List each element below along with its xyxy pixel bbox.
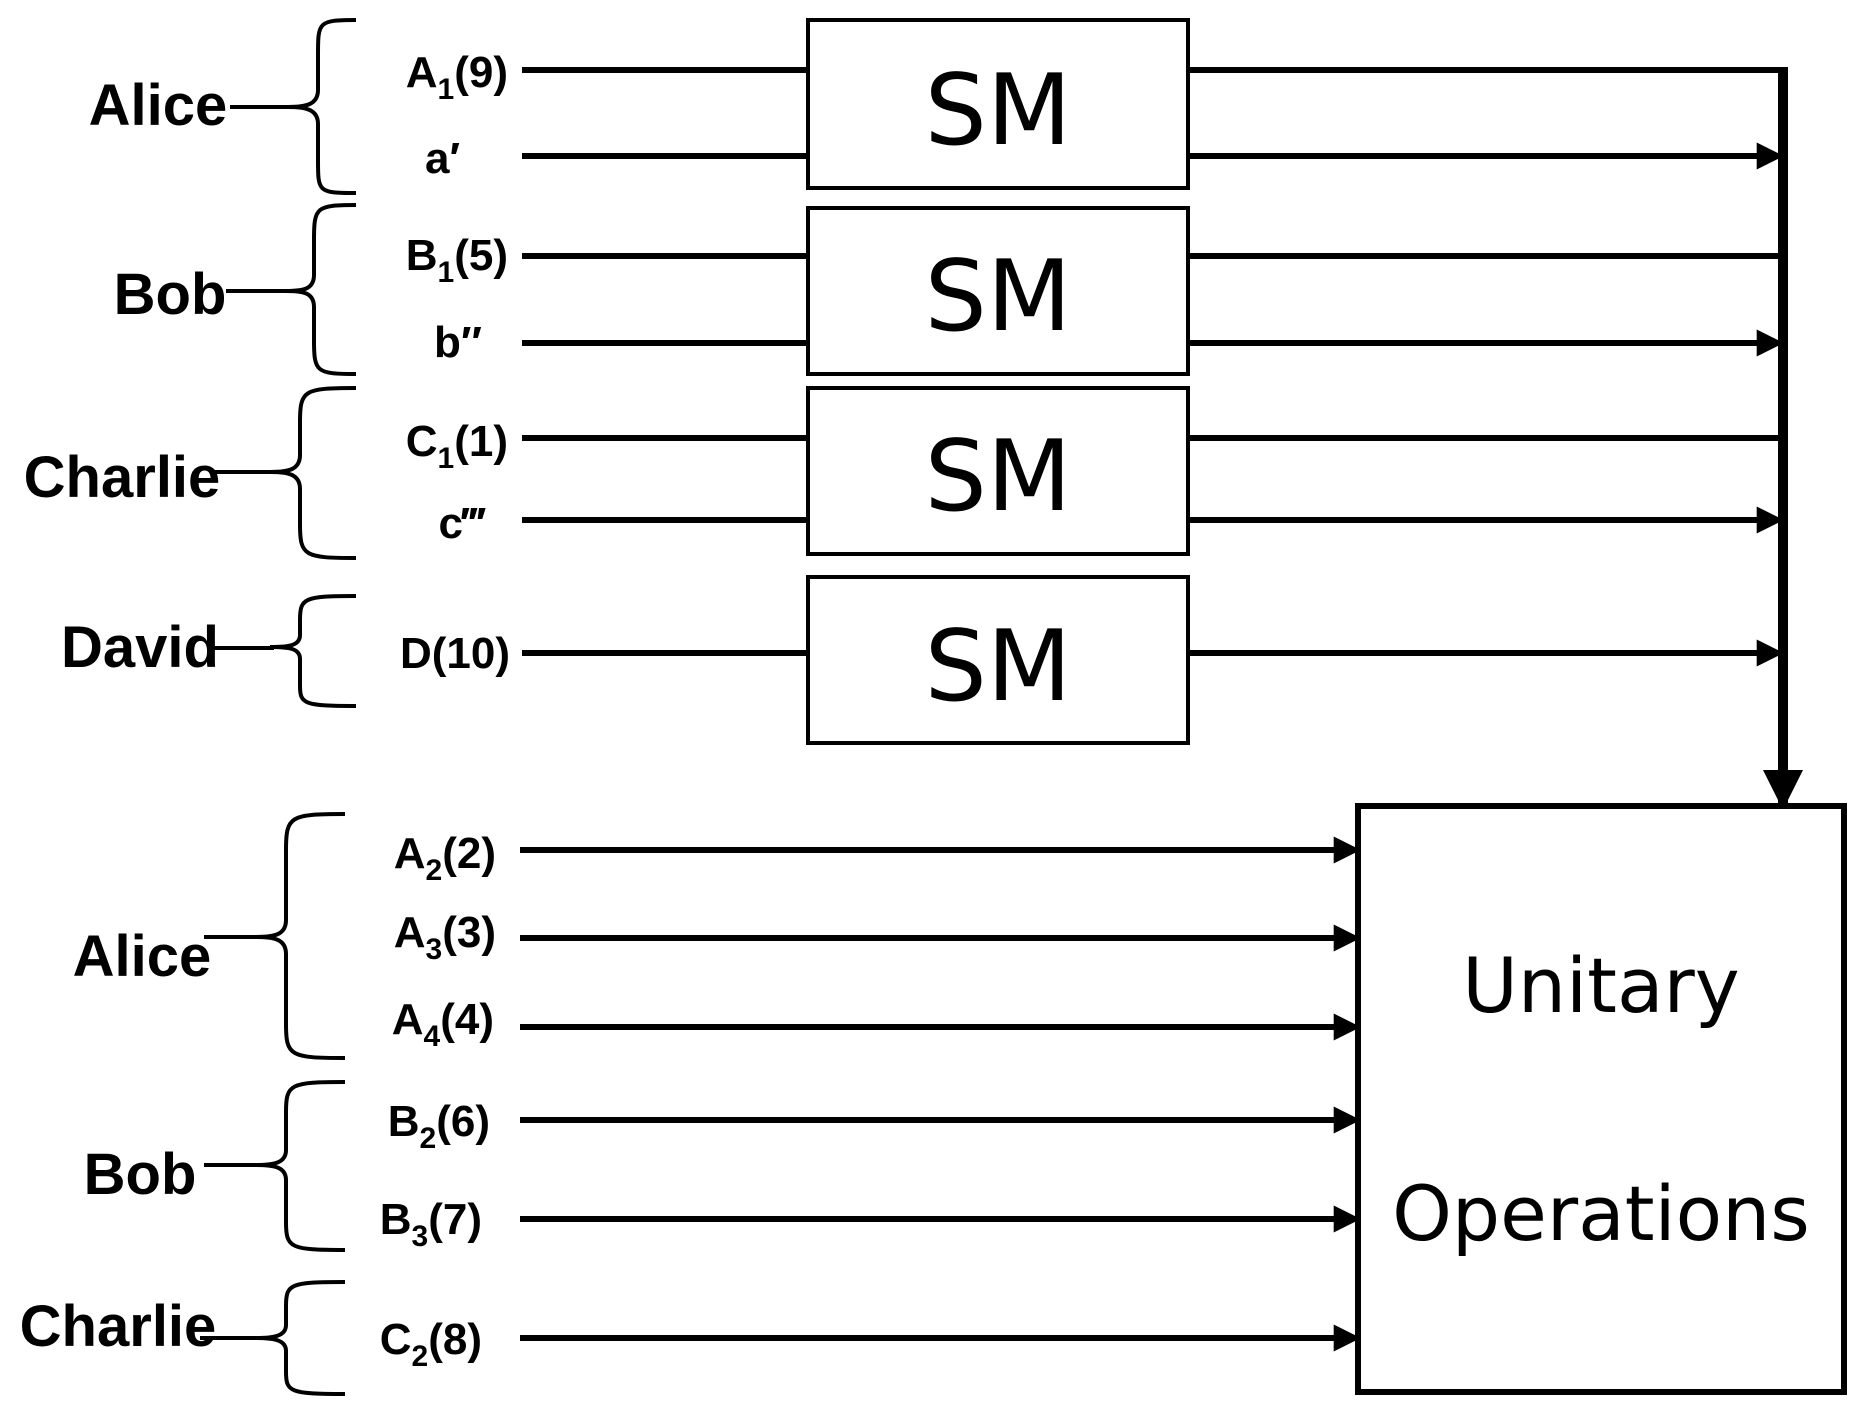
top-input-wires: [522, 67, 808, 656]
party-label: Charlie: [24, 445, 221, 510]
top-output-wires: [1188, 67, 1784, 667]
party-label: Charlie: [20, 1294, 217, 1359]
sm-box-label: SM: [925, 420, 1072, 534]
sm-box: SM: [806, 18, 1190, 190]
party-label: Alice: [73, 924, 212, 989]
brace: [255, 812, 346, 1060]
top-group-alice: Alice A1(9) a′: [89, 18, 508, 195]
unitary-operations-box: Unitary Operations: [1355, 803, 1847, 1395]
brace: [255, 1080, 346, 1252]
qubit-label: c‴: [438, 499, 485, 548]
qubit-label: a′: [425, 134, 460, 183]
sm-box: SM: [806, 386, 1190, 556]
party-label: Alice: [89, 73, 228, 138]
sm-box: SM: [806, 206, 1190, 376]
sm-box-label: SM: [925, 610, 1072, 724]
brace: [269, 386, 357, 560]
qubit-label: A4(4): [392, 995, 494, 1053]
sm-box-label: SM: [925, 54, 1072, 168]
qubit-label: b″: [434, 318, 482, 367]
qubit-label: B1(5): [406, 231, 508, 289]
brace: [287, 18, 357, 195]
party-label: Bob: [84, 1142, 197, 1207]
brace: [269, 594, 357, 708]
qubit-label: A2(2): [394, 829, 496, 887]
bottom-group-bob: Bob B2(6) B3(7): [84, 1080, 490, 1253]
party-label: Bob: [114, 262, 227, 327]
brace: [284, 203, 357, 376]
sm-box: SM: [806, 575, 1190, 745]
qubit-label: C2(8): [380, 1315, 482, 1373]
top-group-david: David D(10): [61, 594, 510, 708]
sm-box-label: SM: [925, 240, 1072, 354]
bottom-input-wires: [520, 836, 1361, 1352]
qubit-label: A3(3): [394, 908, 496, 966]
bottom-group-charlie: Charlie C2(8): [20, 1280, 482, 1396]
qubit-label: B3(7): [380, 1195, 482, 1253]
qubit-label: B2(6): [388, 1097, 490, 1155]
top-group-charlie: Charlie C1(1) c‴: [24, 386, 508, 560]
bottom-group-alice: Alice A2(2) A3(3) A4(4): [73, 812, 496, 1060]
qubit-label: C1(1): [406, 417, 508, 475]
party-label: David: [61, 615, 219, 680]
qubit-label: A1(9): [406, 48, 508, 106]
top-group-bob: Bob B1(5) b″: [114, 203, 508, 376]
brace: [255, 1280, 346, 1396]
unitary-label-line2: Operations: [1392, 1169, 1810, 1258]
unitary-label-line1: Unitary: [1462, 941, 1740, 1030]
qubit-label: D(10): [400, 629, 510, 678]
